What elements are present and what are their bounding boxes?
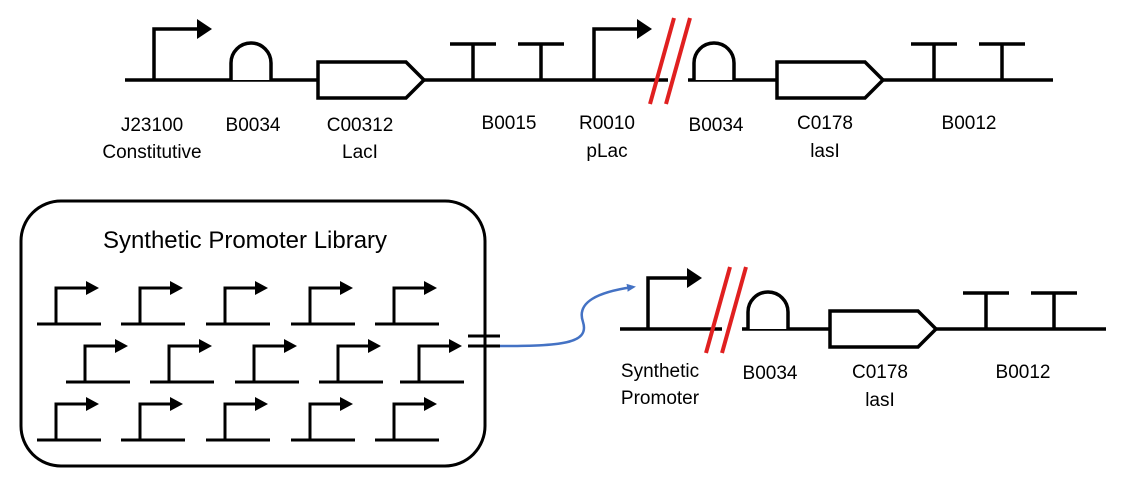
promoter-arrow-icon: [37, 281, 101, 326]
promoter-icon: [152, 19, 212, 80]
cds-icon: [316, 60, 427, 100]
top-labels: J23100 Constitutive B0034 C00312 LacI B0…: [102, 113, 996, 163]
part-sublabel-plac: pLac: [586, 141, 627, 162]
promoter-library-box: [19, 199, 487, 468]
terminator-icon: [911, 42, 1025, 80]
bottom-labels: Synthetic Promoter B0034 C0178 lasI B001…: [621, 361, 1051, 411]
part-label-synthetic: Synthetic: [621, 361, 699, 382]
part-label-b0012: B0012: [996, 362, 1051, 383]
promoter-arrow-icon: [37, 397, 101, 442]
part-label-b0034: B0034: [689, 115, 744, 136]
cds-icon: [775, 60, 886, 100]
promoter-arrow-icon: [206, 281, 270, 326]
cds-icon: [828, 309, 939, 349]
top-construct: [125, 19, 1053, 100]
bottom-construct: [620, 268, 1106, 349]
promoter-arrow-icon: [121, 397, 185, 442]
rbs-icon: [229, 41, 273, 80]
part-label-c00312: C00312: [327, 115, 394, 136]
part-label-b0034: B0034: [743, 363, 798, 384]
cut-mark-icon: [648, 17, 692, 105]
part-label-b0015: B0015: [482, 113, 537, 134]
promoter-icon: [592, 19, 652, 80]
terminator-icon: [450, 42, 564, 80]
part-sublabel-promoter: Promoter: [621, 388, 700, 409]
rbs-icon: [692, 41, 736, 80]
promoter-arrow-icon: [66, 339, 130, 384]
library-promoters: [37, 281, 464, 442]
promoter-arrow-icon: [206, 397, 270, 442]
terminator-icon: [963, 291, 1077, 329]
part-label-c0178: C0178: [852, 362, 908, 383]
promoter-arrow-icon: [291, 281, 355, 326]
promoter-arrow-icon: [375, 281, 439, 326]
part-label-b0012: B0012: [942, 113, 997, 134]
promoter-icon: [646, 268, 702, 329]
library-connector-icon: [468, 334, 500, 348]
part-label-c0178: C0178: [797, 113, 853, 134]
library-title: Synthetic Promoter Library: [103, 227, 387, 254]
rbs-icon: [746, 290, 790, 329]
promoter-arrow-icon: [121, 281, 185, 326]
part-sublabel-laci: LacI: [342, 142, 378, 163]
part-sublabel-lasi: lasI: [865, 390, 895, 411]
insertion-arrow: [499, 283, 636, 348]
part-sublabel-constitutive: Constitutive: [102, 142, 201, 163]
cut-mark-icon: [704, 266, 748, 354]
promoter-arrow-icon: [400, 339, 464, 384]
part-sublabel-lasi: lasI: [810, 141, 840, 162]
part-label-r0010: R0010: [579, 113, 635, 134]
promoter-arrow-icon: [291, 397, 355, 442]
promoter-arrow-icon: [150, 339, 214, 384]
part-label-b0034: B0034: [226, 115, 281, 136]
promoter-arrow-icon: [375, 397, 439, 442]
part-label-j23100: J23100: [121, 115, 183, 136]
promoter-arrow-icon: [235, 339, 299, 384]
promoter-arrow-icon: [319, 339, 383, 384]
